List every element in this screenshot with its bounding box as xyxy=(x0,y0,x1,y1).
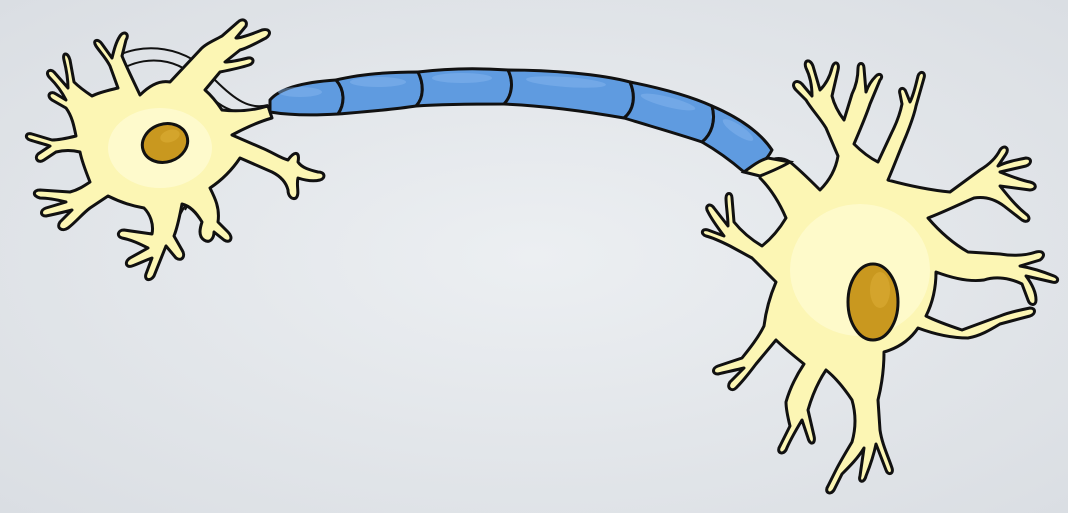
postsynaptic-nucleus-highlight xyxy=(870,272,890,308)
